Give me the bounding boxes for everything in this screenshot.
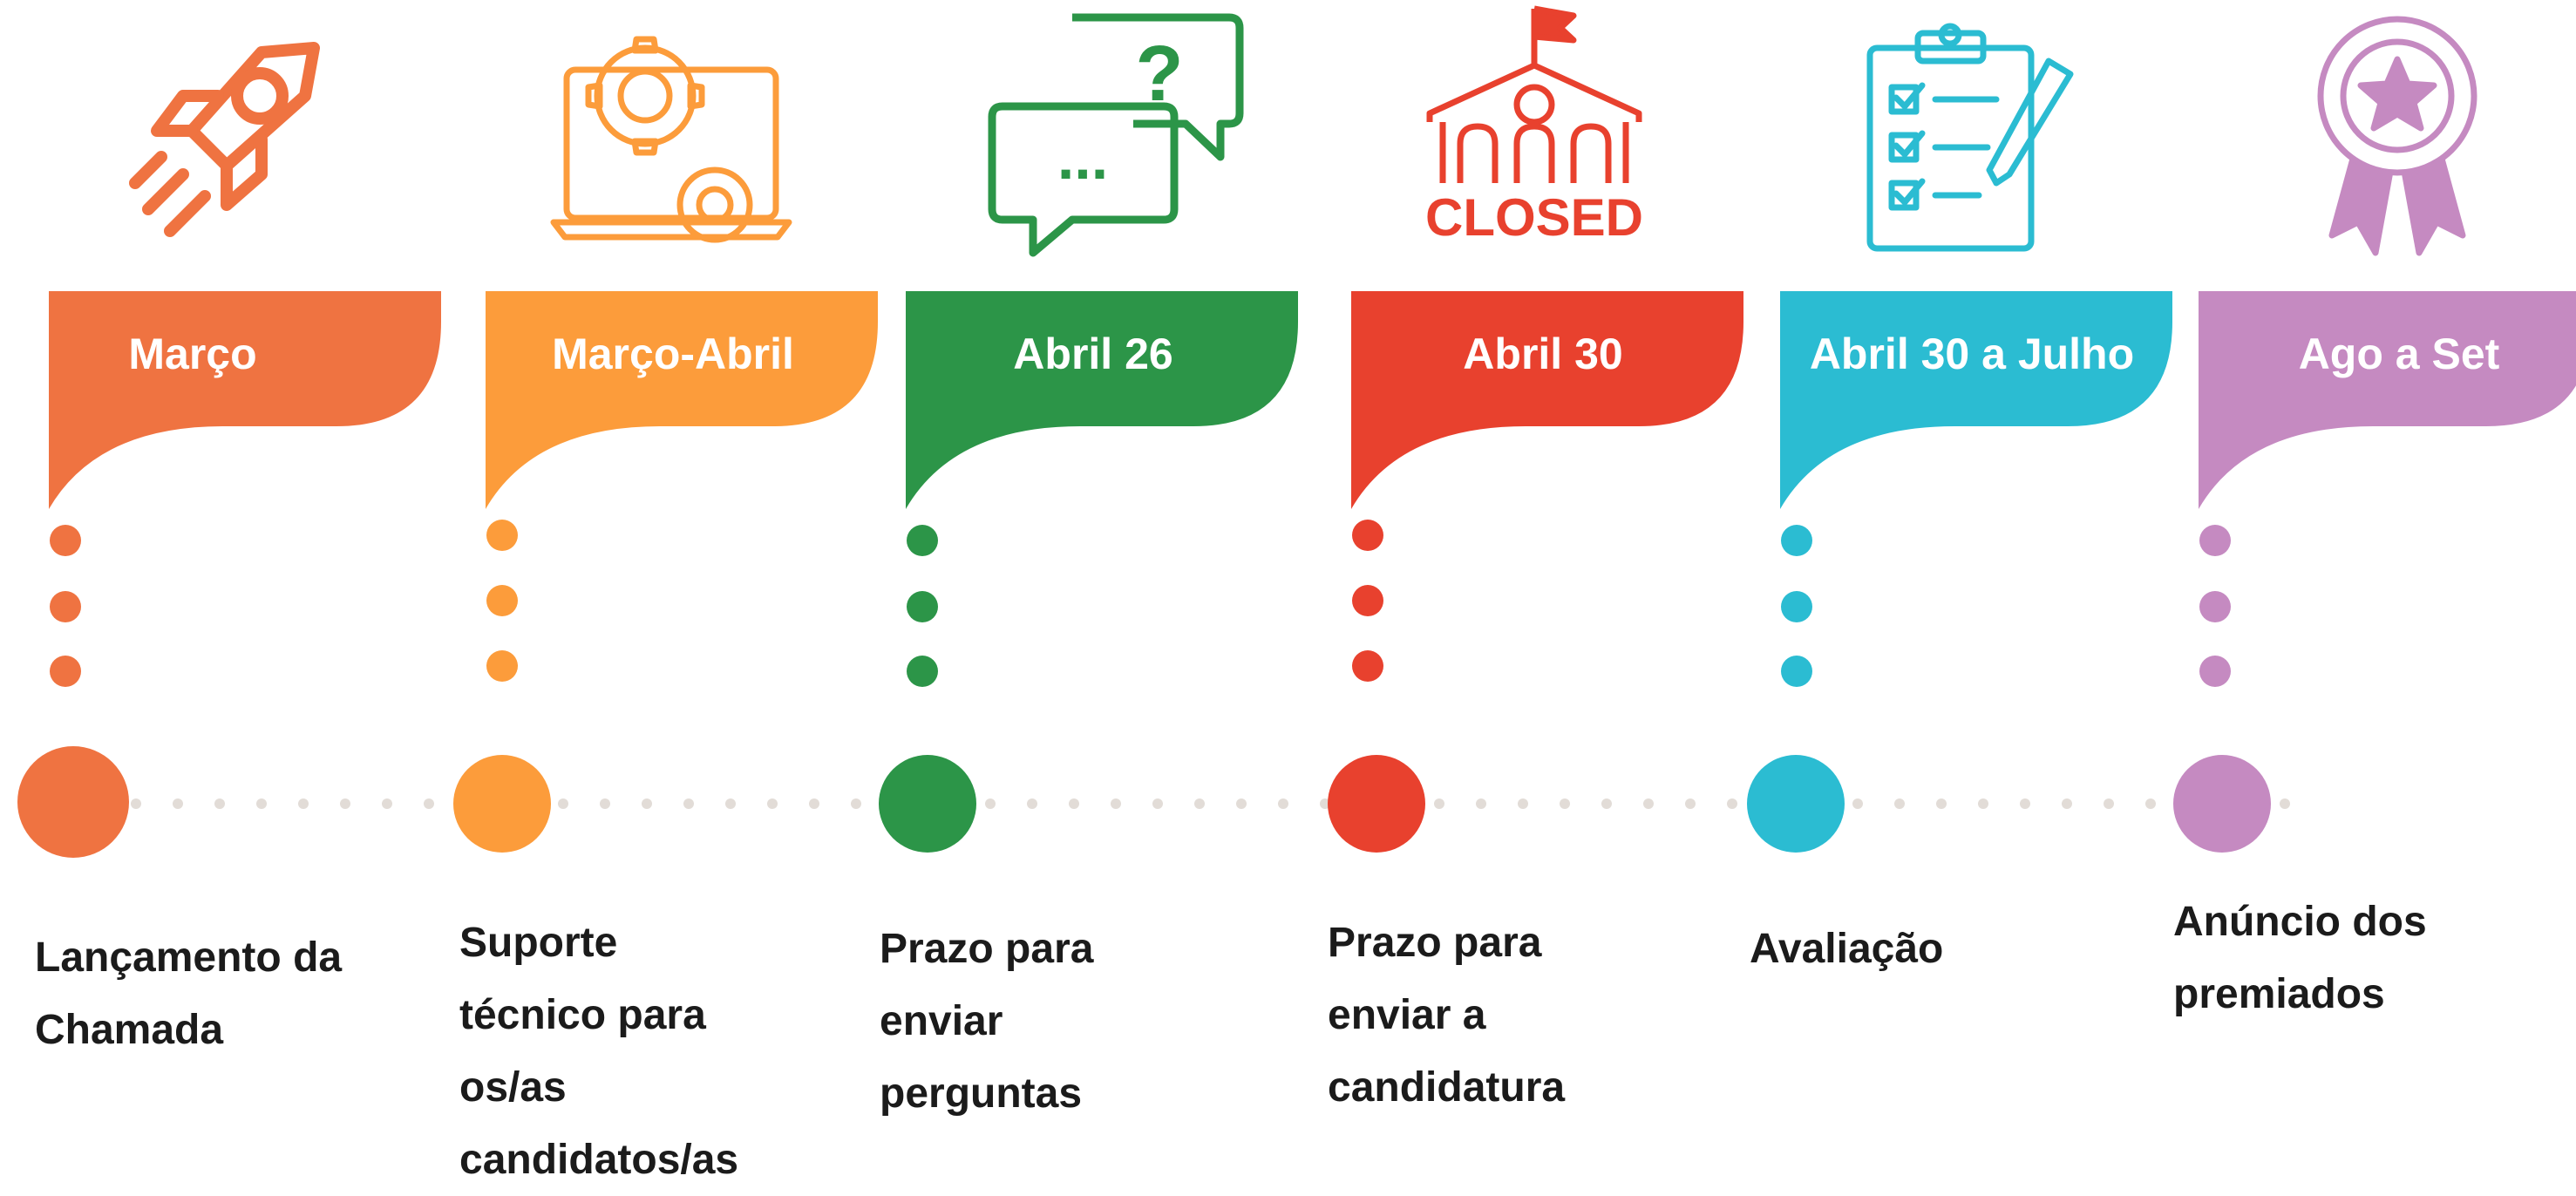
connector-dot [907, 591, 938, 622]
connector-dot [486, 520, 518, 551]
timeline-node-marco [17, 746, 129, 858]
track-dot [1601, 798, 1612, 809]
connector-dot [2199, 525, 2231, 556]
track-dot [1278, 798, 1288, 809]
track-dot [1152, 798, 1163, 809]
track-dot [382, 798, 392, 809]
connector-dot [1781, 525, 1812, 556]
connector-dot [1352, 520, 1383, 551]
track-dot [256, 798, 267, 809]
track-dot [851, 798, 861, 809]
step-description: Prazo para enviar perguntas [880, 926, 1094, 1117]
timeline-node-abril-26 [879, 755, 976, 853]
track-dot [558, 798, 568, 809]
connector-dot [2199, 591, 2231, 622]
connector-dot [1781, 591, 1812, 622]
track-dot [1978, 798, 1988, 809]
track-dot [2020, 798, 2030, 809]
period-flag-abril-30: Abril 30 [1351, 291, 1743, 509]
track-dot [1236, 798, 1247, 809]
track-dot [1643, 798, 1654, 809]
track-dot [214, 798, 225, 809]
step-description: Anúncio dos premiados [2173, 899, 2427, 1017]
track-dot [1894, 798, 1905, 809]
period-label: Março-Abril [552, 330, 794, 378]
checklist-clipboard-icon [1857, 0, 2083, 262]
period-flag-marco-abril: Março-Abril [486, 291, 878, 509]
track-dot [173, 798, 183, 809]
track-dot [340, 798, 350, 809]
track-dot [642, 798, 652, 809]
period-label: Abril 30 a Julho [1809, 330, 2135, 378]
track-dot [2104, 798, 2114, 809]
track-dot [424, 798, 434, 809]
period-flag-abril-26: Abril 26 [906, 291, 1298, 509]
track-dot [1685, 798, 1696, 809]
step-description: Avaliação [1750, 926, 1944, 972]
period-flag-ago-a-set: Ago a Set [2199, 291, 2576, 509]
connector-dot [486, 585, 518, 616]
period-flag-marco: Março [49, 291, 441, 509]
track-dot [683, 798, 694, 809]
step-description: Prazo para enviar a candidatura [1328, 920, 1566, 1111]
ellipsis: ... [1057, 124, 1108, 192]
track-dot [1476, 798, 1486, 809]
closed-sign-text: CLOSED [1425, 188, 1643, 247]
track-dot [1111, 798, 1121, 809]
connector-dot [1352, 585, 1383, 616]
track-dot [2145, 798, 2156, 809]
connector-dot [1781, 656, 1812, 687]
track-dot [1518, 798, 1528, 809]
connector-dot [907, 656, 938, 687]
track-dot [2280, 798, 2290, 809]
connector-dot [1352, 650, 1383, 682]
question-mark: ? [1136, 31, 1184, 118]
track-dot [1560, 798, 1570, 809]
track-dot [767, 798, 778, 809]
connector-dot [486, 650, 518, 682]
timeline-node-abril-30-a-julho [1747, 755, 1845, 853]
timeline-node-abril-30 [1328, 755, 1425, 853]
connector-dot [2199, 656, 2231, 687]
track-dot [1027, 798, 1037, 809]
track-dot [809, 798, 819, 809]
rocket-icon [122, 0, 331, 253]
track-dot [1194, 798, 1205, 809]
track-dot [725, 798, 736, 809]
period-label: Ago a Set [2298, 330, 2500, 378]
track-dot [1434, 798, 1444, 809]
track-dot [1069, 798, 1079, 809]
connector-dot [50, 656, 81, 687]
track-dot [298, 798, 309, 809]
award-ribbon-icon [2301, 0, 2493, 270]
track-dot [985, 798, 996, 809]
period-label: Março [128, 330, 257, 378]
timeline-node-marco-abril [453, 755, 551, 853]
laptop-gears-icon [549, 0, 802, 253]
timeline-node-ago-a-set [2173, 755, 2271, 853]
track-dot [600, 798, 610, 809]
step-description: Suporte técnico para os/as candidatos/as [459, 920, 739, 1183]
track-dot [1936, 798, 1947, 809]
track-dot [1727, 798, 1737, 809]
closed-school-icon: CLOSED [1421, 0, 1648, 253]
period-label: Abril 26 [1013, 330, 1173, 378]
chat-question-icon: ? ... [985, 0, 1247, 262]
period-flag-abril-30-a-julho: Abril 30 a Julho [1780, 291, 2172, 509]
track-dot [1852, 798, 1863, 809]
step-description: Lançamento da Chamada [35, 934, 343, 1053]
track-dot [131, 798, 141, 809]
track-dot [2062, 798, 2072, 809]
connector-dot [50, 525, 81, 556]
period-label: Abril 30 [1463, 330, 1623, 378]
connector-dot [50, 591, 81, 622]
connector-dot [907, 525, 938, 556]
